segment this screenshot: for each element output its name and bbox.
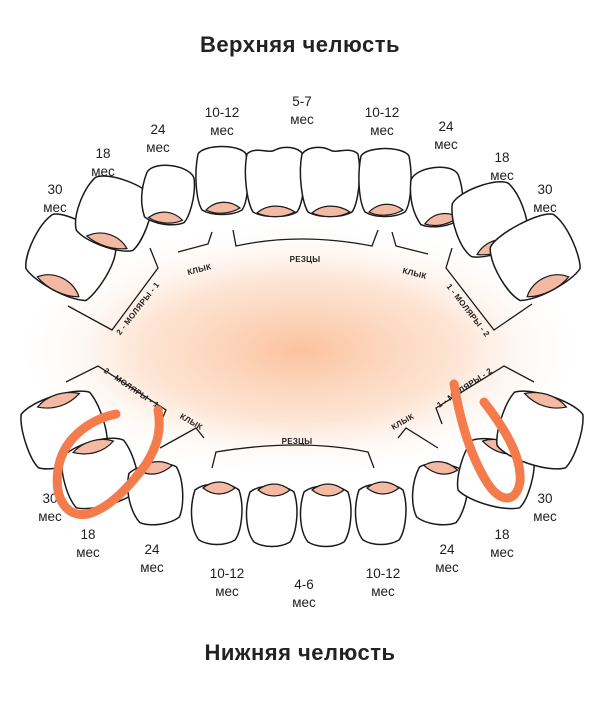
age-upper-l1012-num: 10-12: [205, 105, 240, 120]
age-lower-l30-num: 30: [42, 491, 57, 506]
upper-brackets: [67, 229, 533, 331]
lower-left-canine: [126, 461, 184, 526]
upper-right-lateral-incisor: [358, 147, 412, 218]
upper-left-molar-1: [74, 175, 153, 252]
age-upper-l1012-unit: мес: [210, 123, 234, 138]
age-lower-l1012-unit: мес: [215, 584, 239, 599]
upper-left-lateral-incisor: [195, 145, 249, 216]
age-upper-c57-unit: мес: [290, 112, 314, 127]
upper-right-central-incisor: [299, 146, 361, 218]
age-lower-l18-unit: мес: [76, 545, 100, 560]
upper-canine-left-bracket: [177, 231, 213, 253]
age-upper-r30-unit: мес: [533, 200, 557, 215]
lower-molars-right-bracket: [435, 365, 535, 425]
upper-incisors-bracket: [232, 229, 379, 247]
lower-left-lateral-incisor: [190, 481, 243, 546]
upper-canine-right-bracket: [391, 231, 429, 255]
highlight-mark-right: [449, 379, 525, 503]
lower-canine-left-bracket: [159, 427, 205, 449]
upper-age-labels: 30 мес 18 мес 24 мес 10-12 мес 5-7 мес 1…: [43, 94, 557, 215]
age-lower-l24-num: 24: [144, 542, 160, 557]
age-upper-c57-num: 5-7: [292, 94, 312, 109]
age-upper-r24-unit: мес: [434, 137, 458, 152]
age-upper-l18-unit: мес: [91, 164, 115, 179]
upper-left-canine: [140, 164, 196, 226]
lower-right-lateral-incisor: [354, 481, 407, 546]
age-upper-l24-num: 24: [150, 122, 166, 137]
age-lower-r18-num: 18: [494, 527, 509, 542]
age-lower-r30-unit: мес: [533, 509, 557, 524]
age-lower-l30-unit: мес: [38, 509, 62, 524]
lower-incisors-label: РЕЗЦЫ: [282, 437, 313, 446]
lower-left-central-incisor: [245, 483, 298, 548]
age-lower-l24-unit: мес: [140, 560, 164, 575]
lower-right-canine: [411, 461, 469, 526]
age-lower-r24-num: 24: [439, 542, 455, 557]
highlight-mark-left: [52, 405, 164, 519]
age-upper-r24-num: 24: [438, 119, 454, 134]
age-lower-c46-unit: мес: [292, 595, 316, 610]
age-lower-c46-num: 4-6: [294, 577, 314, 592]
age-lower-r18-unit: мес: [490, 545, 514, 560]
upper-left-central-incisor: [244, 146, 306, 218]
age-upper-r18-num: 18: [494, 150, 509, 165]
lower-incisors-bracket: [211, 444, 375, 469]
lower-right-central-incisor: [299, 483, 352, 548]
lower-right-molar-2: [496, 390, 584, 470]
upper-molars-left-bracket: [67, 247, 159, 331]
age-lower-l18-num: 18: [80, 527, 95, 542]
upper-molars-right-bracket: [445, 247, 533, 331]
age-lower-r1012-num: 10-12: [366, 566, 401, 581]
lower-canine-right-bracket: [397, 427, 439, 449]
age-upper-r18-unit: мес: [490, 168, 514, 183]
age-upper-r1012-unit: мес: [370, 123, 394, 138]
upper-jaw-teeth: [25, 145, 581, 302]
age-lower-r1012-unit: мес: [371, 584, 395, 599]
upper-incisors-label: РЕЗЦЫ: [290, 255, 321, 264]
lower-age-labels: 30 мес 18 мес 24 мес 10-12 мес 4-6 мес 1…: [38, 491, 557, 610]
age-lower-l1012-num: 10-12: [210, 566, 245, 581]
age-upper-l18-num: 18: [95, 146, 110, 161]
age-lower-r30-num: 30: [537, 491, 552, 506]
upper-right-molar-2: [489, 213, 581, 302]
age-lower-r24-unit: мес: [435, 560, 459, 575]
lower-jaw-title: Нижняя челюсть: [204, 640, 396, 665]
upper-jaw-title: Верхняя челюсть: [199, 32, 401, 57]
age-upper-r30-num: 30: [537, 182, 552, 197]
age-upper-r1012-num: 10-12: [365, 105, 400, 120]
age-upper-l30-unit: мес: [43, 200, 67, 215]
age-upper-l30-num: 30: [47, 182, 62, 197]
age-upper-l24-unit: мес: [146, 140, 170, 155]
